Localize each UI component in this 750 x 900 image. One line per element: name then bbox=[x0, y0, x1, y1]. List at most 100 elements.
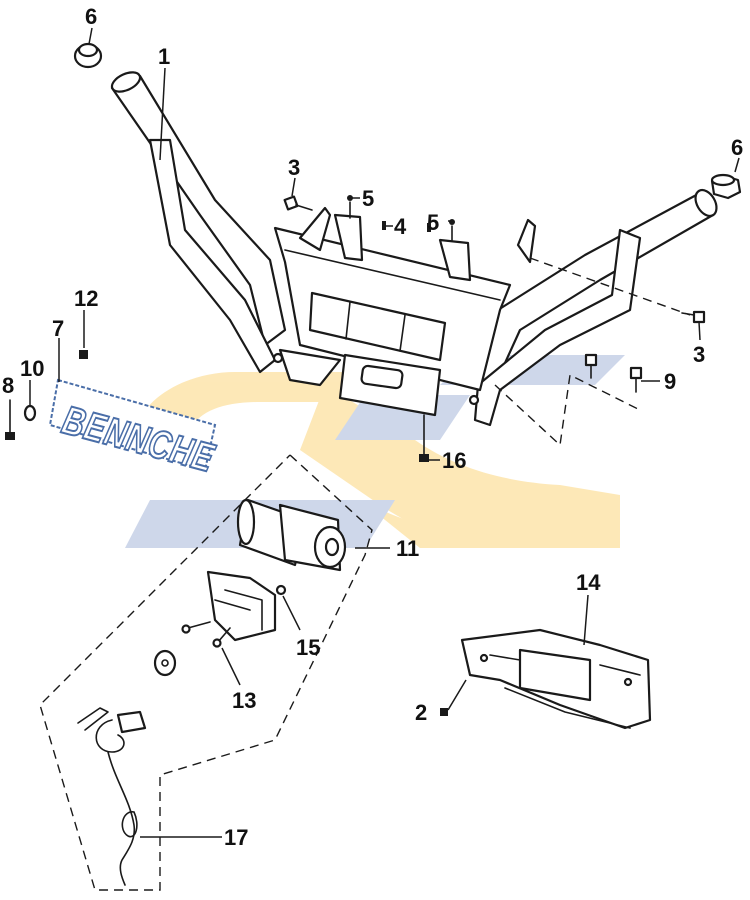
bumper-plate-window-divider-1 bbox=[345, 301, 351, 340]
callout-4: 4 bbox=[394, 214, 407, 239]
bumper-center-plate bbox=[273, 226, 512, 392]
bolt-3-right bbox=[681, 310, 706, 341]
bolt-3-top-head bbox=[283, 195, 299, 211]
leader-13 bbox=[221, 647, 241, 686]
callout-17: 17 bbox=[224, 825, 248, 850]
bolt-hole-left bbox=[272, 352, 284, 364]
leader-3-right bbox=[698, 321, 701, 341]
fairlead-washer bbox=[153, 649, 177, 677]
bolt-15 bbox=[275, 584, 287, 596]
bolt-16-head bbox=[419, 454, 429, 462]
bolt-5-right bbox=[449, 219, 455, 241]
hook-strap bbox=[77, 707, 109, 731]
bolt-13-b-head bbox=[212, 638, 222, 648]
callout-1: 1 bbox=[158, 44, 170, 69]
callout-13: 13 bbox=[232, 688, 256, 713]
front-bumper-frame bbox=[110, 71, 718, 427]
washer-10-ring bbox=[23, 404, 37, 422]
bumper-left-tube bbox=[110, 74, 287, 347]
leader-15 bbox=[282, 595, 301, 631]
tube-cap-left-top bbox=[77, 42, 99, 58]
screw-2-head bbox=[440, 708, 448, 716]
callout-6-left: 6 bbox=[85, 4, 97, 29]
callout-3-top: 3 bbox=[288, 155, 300, 180]
winch-cable bbox=[107, 751, 136, 886]
center-tab-left bbox=[333, 213, 364, 262]
skid-plate-ridge bbox=[489, 654, 641, 676]
winch-hook bbox=[95, 719, 125, 753]
bolt-3-top-shank bbox=[295, 204, 313, 211]
leader-6-right bbox=[734, 157, 740, 173]
fairlead-washer-hole bbox=[161, 659, 169, 667]
callout-2: 2 bbox=[415, 700, 427, 725]
bumper-plate-window bbox=[308, 291, 447, 362]
bumper-plate-window-divider-2 bbox=[399, 314, 406, 352]
callout-7: 7 bbox=[52, 316, 64, 341]
bolt-3-right-head bbox=[692, 310, 706, 324]
bolt-5-left bbox=[347, 195, 360, 219]
callout-10: 10 bbox=[20, 356, 44, 381]
bracket-body bbox=[206, 570, 277, 642]
bolt-13-a-shank bbox=[187, 621, 211, 629]
skid-tab-left bbox=[278, 348, 342, 387]
screw-8-head bbox=[5, 432, 15, 440]
bolt-13-b bbox=[212, 627, 231, 648]
bolt-4-left bbox=[382, 221, 386, 230]
bumper-left-tube-end bbox=[110, 71, 142, 93]
tube-cap-right bbox=[710, 157, 742, 200]
center-tab-right bbox=[438, 238, 472, 282]
winch-hook-assembly bbox=[77, 707, 222, 886]
bolt-9-head-b bbox=[629, 366, 643, 380]
bolt-13-a-head bbox=[181, 624, 191, 634]
dashed-line-3 bbox=[529, 257, 691, 316]
screw-2 bbox=[440, 679, 467, 716]
dashed-line-9 bbox=[494, 373, 641, 447]
skid-plate-lower-edge bbox=[504, 687, 631, 729]
fairlead-slot bbox=[360, 364, 404, 390]
bumper-right-lower-loop bbox=[473, 228, 642, 427]
nut-12 bbox=[79, 310, 88, 359]
bracket-detail-2 bbox=[214, 599, 251, 611]
skid-plate-window bbox=[518, 648, 592, 702]
callout-15: 15 bbox=[296, 635, 320, 660]
bolt-9-head-a bbox=[584, 353, 598, 367]
tube-cap-right-face bbox=[710, 173, 736, 187]
tube-cap-left bbox=[73, 27, 103, 69]
callout-labels: 1 2 3 3 4 5 5 6 6 7 8 9 10 11 12 13 14 1… bbox=[2, 4, 743, 850]
clevis-pin bbox=[116, 710, 147, 734]
callout-11: 11 bbox=[396, 536, 419, 561]
bolt-13-a bbox=[181, 621, 211, 634]
leader-6-left bbox=[88, 27, 93, 45]
winch-gear-hub bbox=[324, 537, 340, 557]
bolt-4-right bbox=[427, 223, 431, 232]
callout-9: 9 bbox=[664, 369, 676, 394]
cable-loop bbox=[121, 811, 138, 838]
leader-2 bbox=[447, 679, 467, 711]
callout-3-right: 3 bbox=[693, 342, 705, 367]
washer-10 bbox=[23, 380, 37, 422]
screw-8 bbox=[5, 399, 15, 440]
leader-14 bbox=[583, 594, 589, 646]
callout-5-right: 5 bbox=[427, 210, 439, 235]
leader-3-top bbox=[291, 177, 296, 197]
bumper-plate-top-edge bbox=[284, 249, 501, 301]
callout-5-left: 5 bbox=[362, 186, 374, 211]
winch-mount-bracket bbox=[153, 570, 301, 686]
bolt-16 bbox=[419, 414, 440, 462]
bolt-hole-right bbox=[468, 394, 480, 406]
left-mounting-bracket bbox=[298, 206, 332, 252]
callout-6-right: 6 bbox=[731, 135, 743, 160]
nameplate-plate bbox=[48, 378, 217, 472]
bracket-detail-1 bbox=[224, 589, 263, 631]
leader-1 bbox=[159, 67, 166, 161]
watermark-yellow-lower bbox=[360, 500, 600, 548]
skid-plate bbox=[460, 594, 652, 730]
dashed-winch-boundary bbox=[39, 454, 373, 891]
bolt-5-right-head bbox=[449, 219, 455, 225]
watermark-yellow-arc bbox=[135, 372, 360, 430]
bolt-4 bbox=[382, 221, 431, 232]
nut-12-body bbox=[79, 350, 88, 359]
winch-assembly bbox=[39, 454, 390, 891]
bolt-3-top bbox=[283, 177, 313, 211]
